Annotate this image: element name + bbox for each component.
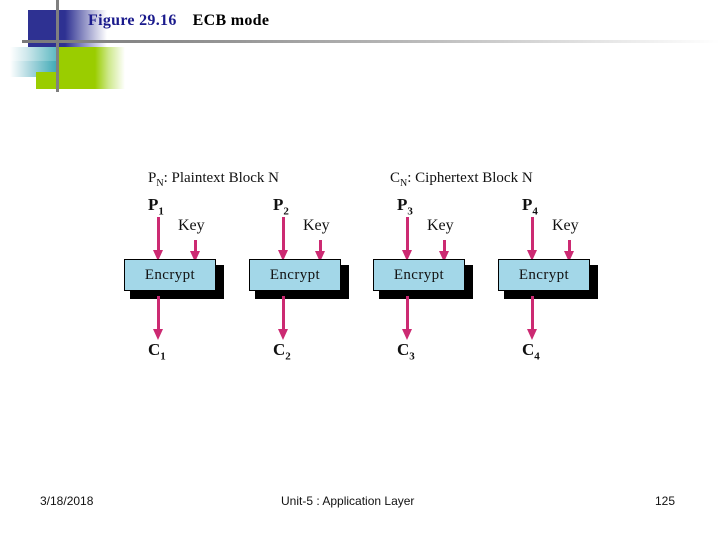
key-label-2: Key	[303, 217, 330, 234]
plaintext-label-4: P4	[522, 195, 538, 217]
plaintext-arrow-4	[527, 217, 538, 261]
ciphertext-arrow-4	[527, 296, 538, 340]
legend-ciphertext-symbol: C	[390, 170, 401, 186]
encrypt-column-3: P3 Key Encrypt C3	[373, 195, 497, 365]
plaintext-arrow-2	[278, 217, 289, 261]
key-arrow-2	[315, 240, 326, 262]
ciphertext-symbol-2: C	[273, 340, 286, 359]
legend-plaintext-text: : Plaintext Block N	[163, 170, 279, 186]
key-label-3: Key	[427, 217, 454, 234]
ciphertext-subscript-2: 2	[285, 350, 291, 363]
legend-plaintext-symbol: P	[148, 170, 157, 186]
ciphertext-subscript-4: 4	[534, 350, 540, 363]
plaintext-subscript-4: 4	[532, 205, 538, 218]
legend-ciphertext: CN: Ciphertext Block N	[390, 170, 533, 189]
footer-subject: Unit-5 : Application Layer	[281, 494, 415, 508]
plaintext-subscript-2: 2	[283, 205, 289, 218]
deco-green-small-block	[36, 72, 58, 89]
plaintext-label-1: P1	[148, 195, 164, 217]
key-arrow-4	[564, 240, 575, 262]
legend-plaintext-subscript: N	[156, 178, 164, 189]
deco-vertical-rule	[56, 0, 59, 92]
plaintext-symbol-1: P	[148, 195, 159, 214]
deco-teal-highlight	[10, 47, 58, 61]
deco-green-fade-block	[95, 47, 125, 89]
plaintext-subscript-3: 3	[407, 205, 413, 218]
encrypt-box-label-4: Encrypt	[518, 266, 570, 283]
encrypt-box-body-4: Encrypt	[498, 259, 590, 291]
slide-decoration	[0, 0, 140, 100]
key-arrow-3	[439, 240, 450, 262]
encrypt-box-label-3: Encrypt	[393, 266, 445, 283]
encrypt-column-1: P1 Key Encrypt C1	[124, 195, 248, 365]
encrypt-box-label-1: Encrypt	[144, 266, 196, 283]
encrypt-column-2: P2 Key Encrypt C2	[249, 195, 373, 365]
encrypt-box-label-2: Encrypt	[269, 266, 321, 283]
plaintext-symbol-4: P	[522, 195, 533, 214]
encrypt-box-3[interactable]: Encrypt	[373, 259, 478, 299]
plaintext-subscript-1: 1	[158, 205, 164, 218]
encrypt-box-body-2: Encrypt	[249, 259, 341, 291]
plaintext-label-3: P3	[397, 195, 413, 217]
figure-number: Figure 29.16	[88, 12, 177, 29]
key-label-1: Key	[178, 217, 205, 234]
footer-page-number: 125	[655, 494, 676, 508]
footer-date: 3/18/2018	[40, 494, 94, 508]
encrypt-box-1[interactable]: Encrypt	[124, 259, 229, 299]
ciphertext-symbol-1: C	[148, 340, 161, 359]
key-label-4: Key	[552, 217, 579, 234]
encrypt-box-2[interactable]: Encrypt	[249, 259, 354, 299]
ciphertext-label-1: C1	[148, 340, 166, 362]
ciphertext-subscript-3: 3	[409, 350, 415, 363]
plaintext-arrow-1	[153, 217, 164, 261]
plaintext-symbol-3: P	[397, 195, 408, 214]
deco-green-block	[58, 47, 95, 89]
ciphertext-symbol-3: C	[397, 340, 410, 359]
encrypt-box-body-1: Encrypt	[124, 259, 216, 291]
legend-ciphertext-subscript: N	[400, 178, 408, 189]
encrypt-box-body-3: Encrypt	[373, 259, 465, 291]
ciphertext-label-2: C2	[273, 340, 291, 362]
deco-horizontal-rule	[22, 40, 720, 43]
plaintext-symbol-2: P	[273, 195, 284, 214]
legend-ciphertext-text: : Ciphertext Block N	[407, 170, 533, 186]
slide-footer: 3/18/2018 Unit-5 : Application Layer 125	[0, 494, 720, 514]
plaintext-arrow-3	[402, 217, 413, 261]
ciphertext-symbol-4: C	[522, 340, 535, 359]
ciphertext-arrow-1	[153, 296, 164, 340]
ciphertext-subscript-1: 1	[160, 350, 166, 363]
ciphertext-arrow-2	[278, 296, 289, 340]
ciphertext-label-4: C4	[522, 340, 540, 362]
ciphertext-arrow-3	[402, 296, 413, 340]
key-arrow-1	[190, 240, 201, 262]
slide-title: Figure 29.16 ECB mode	[88, 12, 269, 30]
figure-name: ECB mode	[192, 12, 270, 29]
encrypt-box-4[interactable]: Encrypt	[498, 259, 603, 299]
ciphertext-label-3: C3	[397, 340, 415, 362]
plaintext-label-2: P2	[273, 195, 289, 217]
encrypt-column-4: P4 Key Encrypt C4	[498, 195, 622, 365]
legend-plaintext: PN: Plaintext Block N	[148, 170, 279, 189]
